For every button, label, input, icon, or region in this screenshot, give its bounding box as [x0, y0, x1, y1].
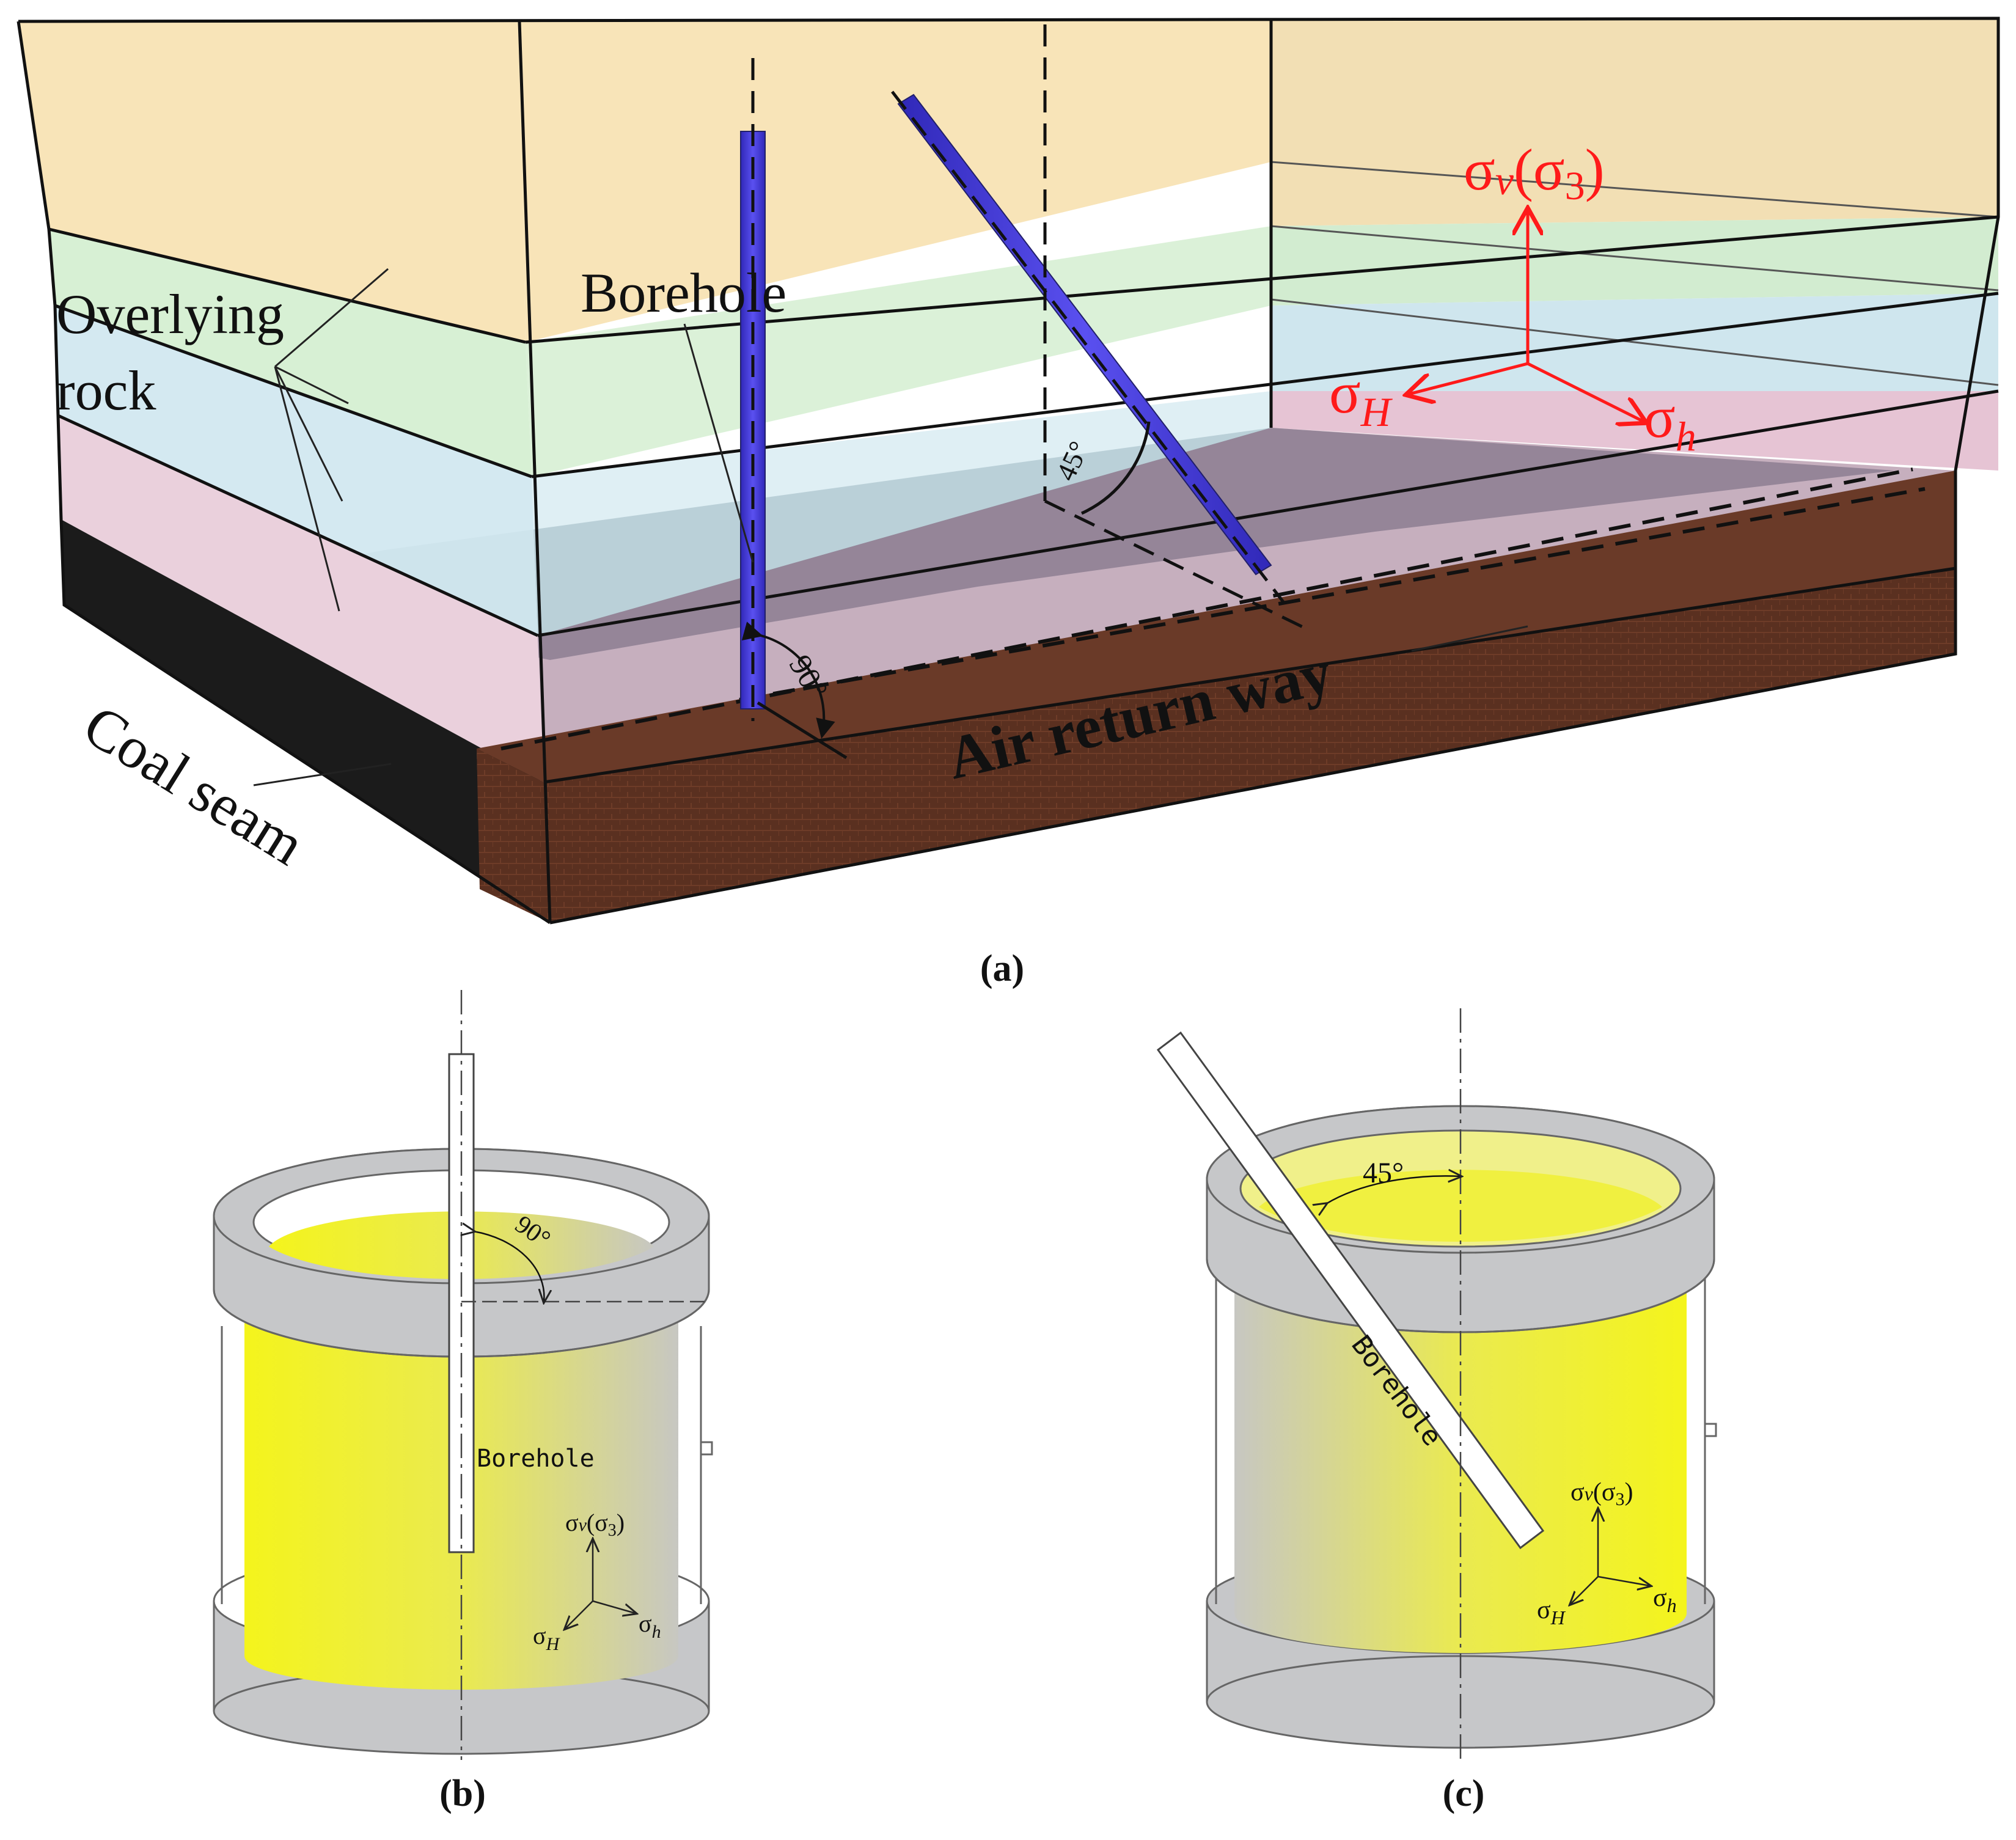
sigma-H-label-a: σH: [1329, 360, 1393, 435]
panel-a: 90° 45° Overlying rock Borehole Coal sea…: [16, 16, 2000, 989]
vertical-borehole: [740, 58, 766, 721]
borehole-label: Borehole: [581, 262, 786, 324]
panel-b: 90° Borehole σv(σ3) σH σh (b): [213, 990, 713, 1814]
frame-posts-c: [1215, 1234, 1717, 1604]
sigma-H-label-b: σH: [533, 1622, 561, 1654]
frame-posts-b: [221, 1326, 713, 1604]
caption-c: (c): [1443, 1773, 1485, 1814]
coal-seam-band: [61, 519, 550, 923]
panel-c: 45° Borehole σv(σ3) σH σh (c): [1156, 1008, 1717, 1814]
leader-lines: [253, 268, 1528, 786]
stress-axes-b: σv(σ3) σH σh: [533, 1509, 661, 1654]
stress-axes-a: σv(σ3) σH σh: [1329, 137, 1696, 460]
caption-a: (a): [980, 948, 1024, 989]
back-wall: [1270, 18, 1999, 471]
borehole-b: 90° Borehole: [448, 990, 709, 1760]
sigma-H-label-c: σH: [1537, 1596, 1566, 1629]
overlying-rock-label-line2: rock: [56, 359, 156, 422]
sigma-v-label-b: σv(σ3): [565, 1509, 625, 1540]
sigma-v-label-c: σv(σ3): [1571, 1478, 1633, 1509]
sigma-h-label-b: σh: [639, 1610, 661, 1642]
borehole-label-b: Borehole: [477, 1445, 595, 1473]
sigma-h-label-c: σh: [1653, 1584, 1677, 1616]
roadway-axis: [500, 467, 1926, 750]
inclined-borehole: [891, 24, 1309, 631]
front-strata: [18, 18, 1956, 782]
sigma-v-label-a: σv(σ3): [1464, 137, 1605, 208]
sigma-h-label-a: σh: [1644, 384, 1696, 460]
caption-b: (b): [439, 1773, 486, 1814]
angle-label-c: 45°: [1363, 1157, 1404, 1189]
stress-axes-c: σv(σ3) σH σh: [1537, 1478, 1677, 1629]
overlying-rock-label-line1: Overlying: [56, 283, 284, 345]
block-outline: [16, 16, 2000, 925]
